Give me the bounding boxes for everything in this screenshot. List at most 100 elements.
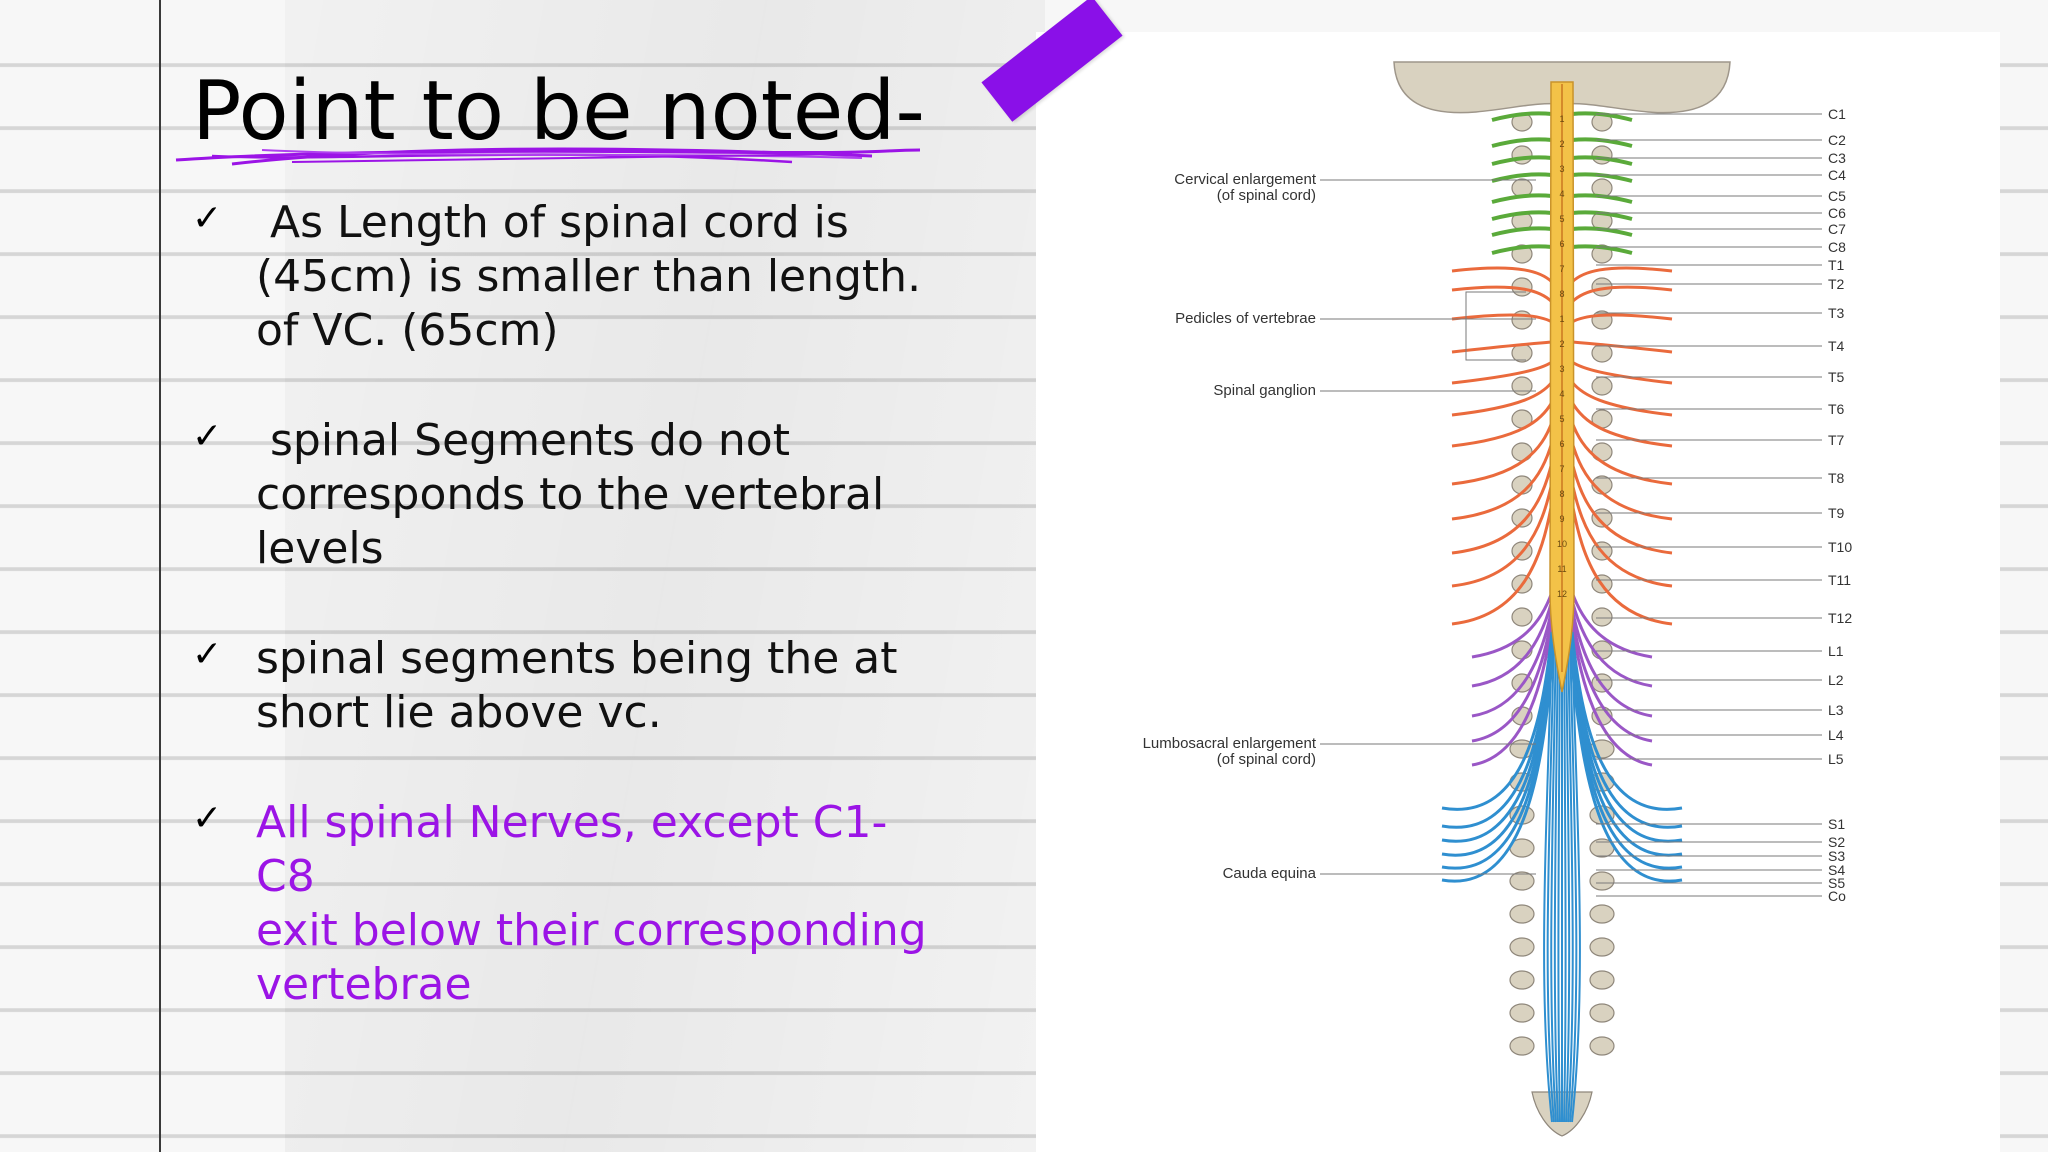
segment-number: 7 — [1559, 464, 1564, 474]
pedicles-bracket — [1465, 291, 1526, 361]
level-label: S1 — [1828, 816, 1845, 832]
level-label: S3 — [1828, 848, 1845, 864]
nerve-root — [1451, 481, 1554, 588]
nerve-root — [1451, 381, 1554, 417]
annotation-label: Spinal ganglion — [1213, 382, 1316, 399]
nerve-root — [1491, 244, 1553, 255]
level-label: L5 — [1828, 751, 1844, 767]
nerve-root — [1571, 360, 1673, 385]
nerve-root — [1491, 210, 1553, 221]
nerve-root — [1570, 501, 1673, 626]
title-underline-scribble — [175, 147, 921, 166]
vertebra-left — [1509, 1036, 1535, 1056]
nerve-root — [1570, 285, 1673, 304]
level-label: S2 — [1828, 834, 1845, 850]
level-label: L1 — [1828, 643, 1844, 659]
vertebra-right — [1589, 904, 1615, 924]
vertebra-left — [1511, 508, 1533, 528]
nerve-root — [1451, 266, 1554, 284]
nerve-root — [1571, 340, 1673, 354]
nerve-root — [1451, 421, 1554, 486]
segment-number: 3 — [1559, 364, 1564, 374]
level-label: T2 — [1828, 276, 1845, 292]
checkmark-icon: ✓ — [192, 198, 223, 239]
level-label: T5 — [1828, 369, 1845, 385]
annotation-sublabel: (of spinal cord) — [1217, 187, 1316, 204]
nerve-root — [1571, 111, 1633, 122]
slide-title: Point to be noted- — [192, 64, 925, 159]
vertebra-left — [1509, 1003, 1535, 1023]
vertebra-right — [1589, 937, 1615, 957]
checkmark-icon: ✓ — [192, 416, 223, 457]
segment-number: 8 — [1559, 489, 1564, 499]
nerve-roots-layer — [1441, 111, 1683, 1123]
segment-number: 5 — [1559, 414, 1564, 424]
vertebra-left — [1511, 376, 1533, 396]
level-label: C8 — [1828, 239, 1846, 255]
level-label: Co — [1828, 888, 1846, 904]
nerve-root — [1441, 661, 1554, 883]
bullet-text: spinal segments being the at short lie a… — [256, 633, 898, 738]
cauda-equina-strand — [1543, 631, 1553, 1123]
nerve-root — [1451, 313, 1553, 324]
nerve-root — [1471, 615, 1554, 743]
bullet-item-highlighted: ✓ All spinal Nerves, except C1-C8 exit b… — [192, 796, 932, 1012]
annotations-layer: Cervical enlargement(of spinal cord)Pedi… — [1143, 171, 1536, 882]
cauda-equina-strand — [1567, 631, 1574, 1123]
cauda-equina-strand — [1563, 631, 1567, 1123]
segment-number: 10 — [1557, 539, 1567, 549]
level-label: C2 — [1828, 132, 1846, 148]
vertebra-right — [1589, 871, 1615, 891]
level-label: C4 — [1828, 167, 1846, 183]
vertebra-right — [1591, 607, 1613, 627]
bullet-text: All spinal Nerves, except C1-C8 exit bel… — [256, 797, 927, 1010]
checkmark-icon: ✓ — [192, 798, 223, 839]
level-label: T9 — [1828, 505, 1845, 521]
nerve-root — [1570, 615, 1653, 743]
bullet-text: As Length of spinal cord is (45cm) is sm… — [256, 197, 922, 356]
cauda-equina-strand — [1546, 631, 1555, 1123]
nerve-root — [1570, 607, 1653, 718]
segment-number: 5 — [1559, 214, 1564, 224]
nerve-root — [1571, 313, 1673, 324]
nerve-root — [1570, 661, 1683, 883]
segment-number: 11 — [1557, 564, 1566, 574]
level-label: T8 — [1828, 470, 1845, 486]
nerve-root — [1570, 401, 1673, 448]
annotation-label: Lumbosacral enlargement — [1143, 735, 1317, 752]
bullet-list: ✓ As Length of spinal cord is (45cm) is … — [192, 196, 932, 1012]
segment-number: 4 — [1559, 189, 1564, 199]
nerve-root — [1571, 155, 1633, 166]
nerve-root — [1451, 340, 1553, 354]
level-label: T3 — [1828, 305, 1845, 321]
nerve-root — [1570, 655, 1683, 870]
cauda-equina-strand — [1565, 631, 1571, 1123]
cauda-equina-strand — [1571, 631, 1581, 1123]
level-label: C3 — [1828, 150, 1846, 166]
vertebra-left — [1509, 937, 1535, 957]
nerve-root — [1570, 623, 1653, 767]
vertebra-right — [1591, 145, 1613, 165]
nerve-root — [1571, 193, 1633, 204]
segment-number: 7 — [1559, 264, 1564, 274]
nerve-root — [1451, 461, 1554, 555]
vertebra-left — [1511, 607, 1533, 627]
annotation-label: Cauda equina — [1223, 865, 1317, 882]
nerve-root — [1570, 381, 1673, 417]
nerve-root — [1471, 599, 1554, 688]
nerve-root — [1571, 210, 1633, 221]
nerve-root — [1570, 441, 1673, 521]
segment-number: 1 — [1559, 314, 1564, 324]
level-label: T11 — [1828, 572, 1851, 588]
nerve-root — [1451, 501, 1554, 626]
cauda-equina-strand — [1557, 631, 1561, 1123]
nerve-root — [1451, 360, 1553, 385]
level-label: T6 — [1828, 401, 1845, 417]
segment-number: 9 — [1559, 514, 1564, 524]
nerve-root — [1491, 172, 1553, 183]
nerve-root — [1491, 137, 1553, 148]
level-label: C7 — [1828, 221, 1846, 237]
nerve-root — [1471, 623, 1554, 767]
nerve-root — [1571, 137, 1633, 148]
